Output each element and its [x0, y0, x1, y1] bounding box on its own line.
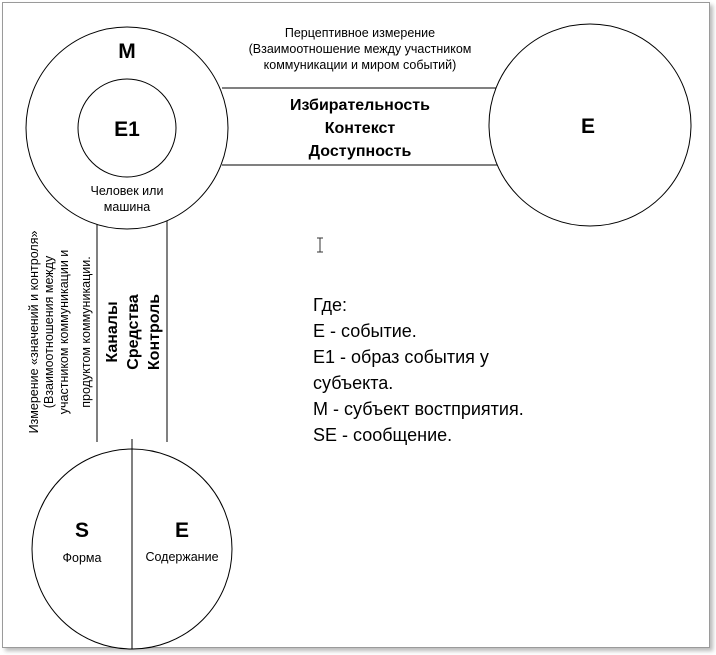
- meaning-title-4: продуктом коммуникации.: [79, 256, 93, 407]
- legend-item: субъекта.: [313, 373, 394, 393]
- horizontal-band: [222, 87, 498, 166]
- legend-heading: Где:: [313, 295, 348, 315]
- vertical-band: [96, 215, 168, 442]
- legend-item: Е1 - образ события у: [313, 347, 489, 367]
- band-context: Контекст: [325, 120, 396, 137]
- band-control: Контроль: [146, 294, 163, 370]
- s-label: S: [75, 519, 89, 542]
- circle-e1: [77, 78, 177, 178]
- circle-e: [488, 23, 692, 227]
- text-cursor-icon: [317, 237, 323, 253]
- perceptual-title-3: коммуникации и миром событий): [264, 58, 457, 72]
- band-channels: Каналы: [104, 301, 121, 362]
- legend: Где: Е - событие. Е1 - образ события у с…: [313, 292, 524, 448]
- band-means: Средства: [125, 294, 142, 370]
- band-accessibility: Доступность: [309, 143, 412, 160]
- meaning-title-1: Измерение «значений и контроля»: [27, 231, 41, 434]
- se-e-label: E: [175, 519, 189, 542]
- se-e-caption: Содержание: [145, 550, 218, 564]
- m-label: M: [118, 40, 136, 63]
- perceptual-title-2: (Взаимоотношение между участником: [249, 42, 472, 56]
- e-label: E: [581, 115, 595, 138]
- legend-item: SE - сообщение.: [313, 425, 453, 445]
- legend-item: Е - событие.: [313, 321, 417, 341]
- m-caption-line-2: машина: [104, 200, 150, 214]
- m-caption-line-1: Человек или: [91, 184, 164, 198]
- band-selectivity: Избирательность: [290, 97, 430, 114]
- e1-label: E1: [114, 118, 140, 141]
- meaning-title-2: (Взаимоотношения между: [42, 255, 56, 408]
- s-caption: Форма: [63, 551, 102, 565]
- meaning-title-3: участником коммуникации и: [57, 250, 71, 415]
- perceptual-title-1: Перцептивное измерение: [285, 26, 435, 40]
- legend-item: М - субъект востприятия.: [313, 399, 524, 419]
